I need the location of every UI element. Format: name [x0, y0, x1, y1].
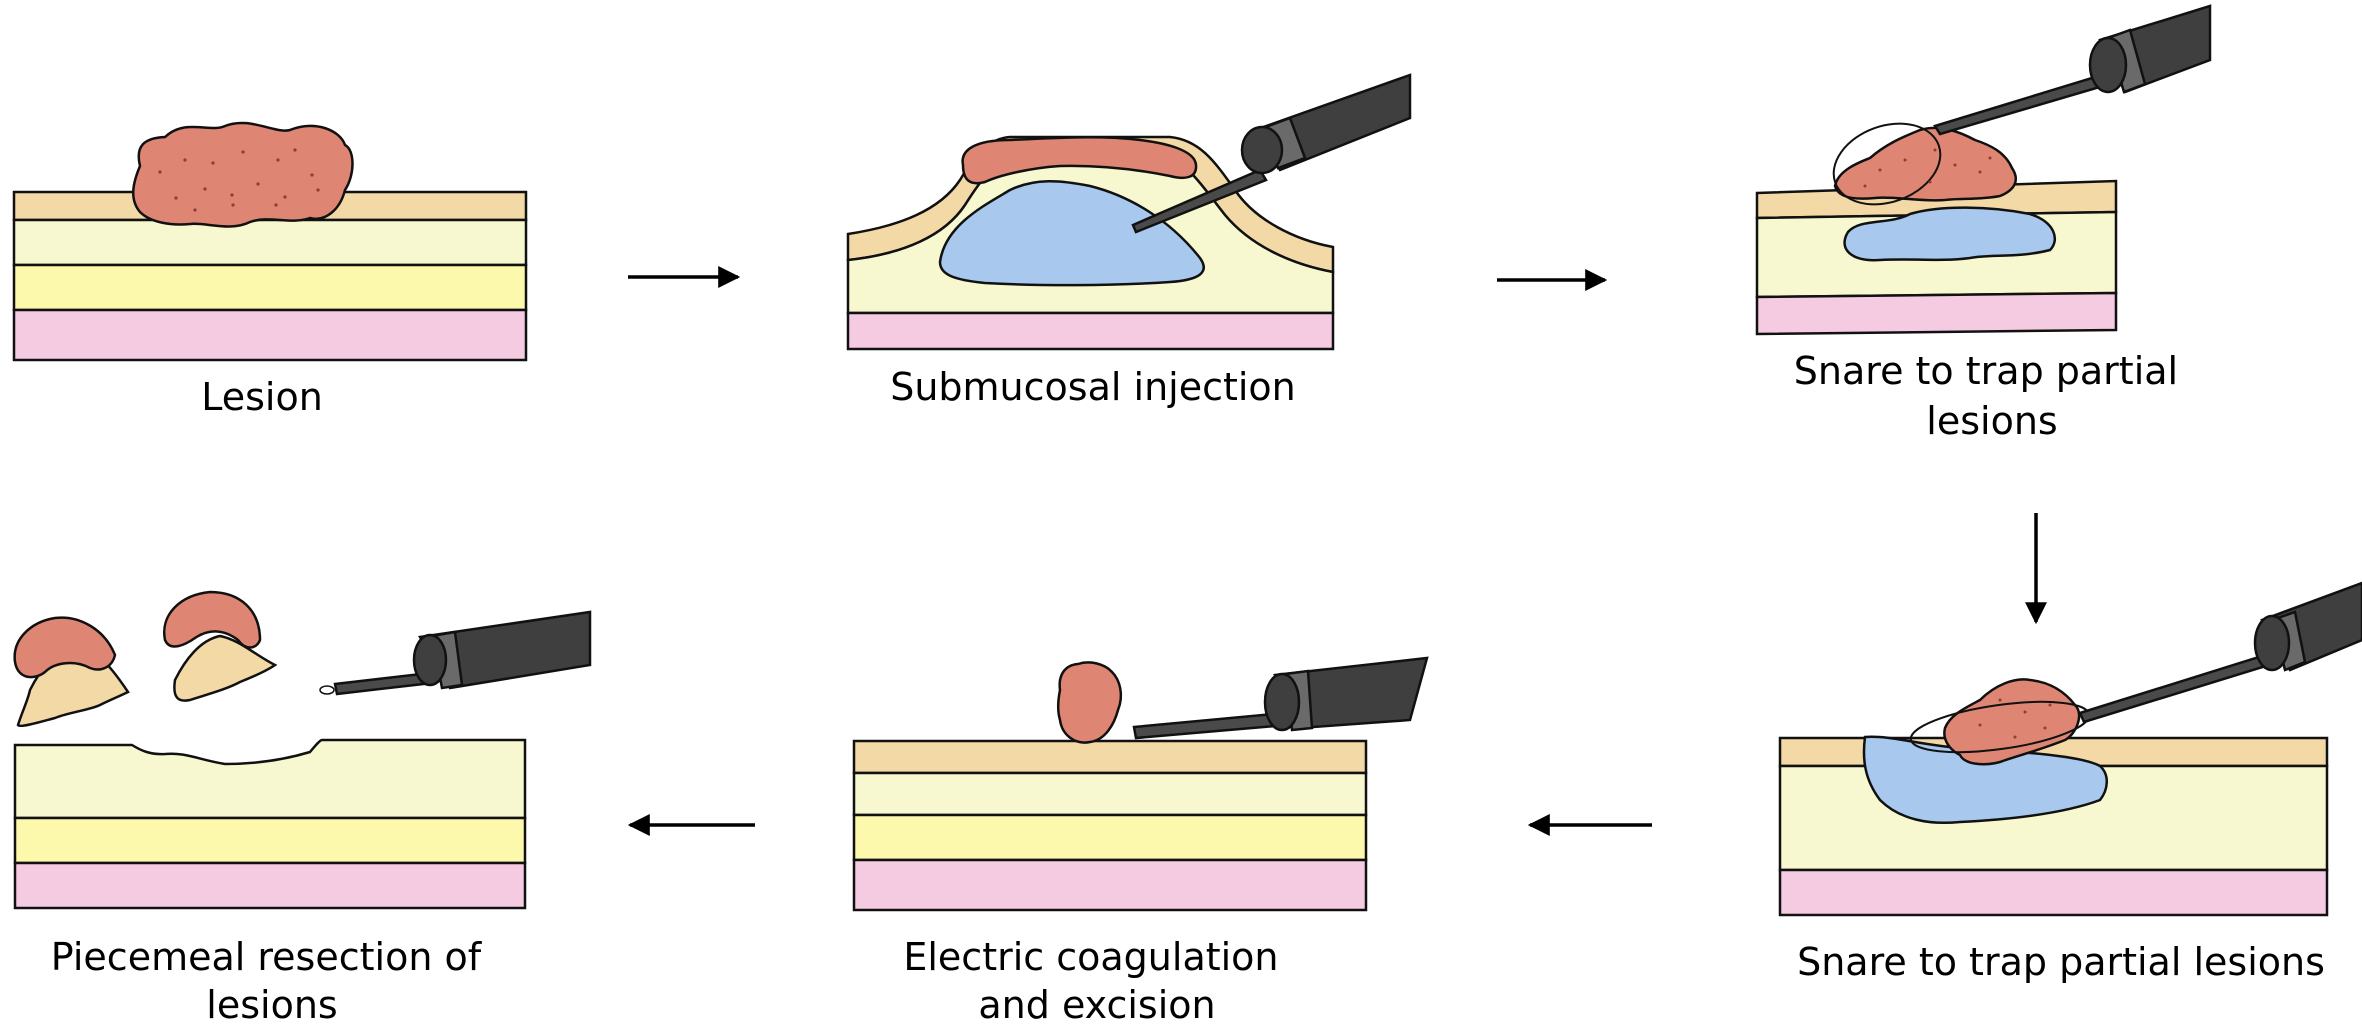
step-2-label: Submucosal injection	[890, 365, 1296, 409]
snare-loop	[319, 685, 335, 695]
endoscope-coagulation-device	[1132, 656, 1429, 740]
serosa-layer	[12, 308, 528, 362]
step-3-label: Snare to trap partial lesions	[1794, 349, 2190, 443]
serosa-layer	[1755, 291, 2118, 336]
step-1-lesion-illustration	[12, 121, 528, 362]
snare-sheath	[1933, 72, 2112, 136]
resected-lesion-fragment	[162, 590, 262, 649]
snare-loop	[1832, 122, 1942, 206]
resected-piece-1	[13, 616, 130, 727]
injection-fluid-cushion	[938, 180, 1205, 287]
lesion-texture-dots	[158, 148, 320, 212]
serosa-layer	[13, 861, 527, 910]
step-4-snare-illustration	[1778, 581, 2362, 917]
submucosa-layer	[12, 218, 528, 267]
lesion-shape	[1833, 126, 2017, 202]
step-1-label: Lesion	[201, 375, 323, 419]
step-6-label: Piecemeal resection of lesions	[51, 935, 493, 1026]
endoscope-tip	[1240, 125, 1284, 175]
step-2-injection-illustration	[846, 73, 1412, 351]
submucosa-layer	[852, 771, 1368, 817]
injection-needle-icon	[1131, 168, 1268, 234]
muscularis-layer	[12, 263, 528, 312]
endoscope-injection-needle	[1131, 73, 1412, 234]
lesion-shape	[961, 136, 1198, 185]
muscularis-layer	[852, 813, 1368, 862]
endoscope-snare-device	[1933, 4, 2212, 136]
serosa-layer	[852, 858, 1368, 912]
resected-lesion-fragment	[13, 616, 117, 679]
endoscope-tip	[2253, 614, 2291, 672]
endoscope-tip	[2088, 36, 2128, 94]
step-5-label: Electric coagulation and excision	[903, 935, 1290, 1026]
endoscope-snare-device	[2078, 581, 2362, 724]
lesion-shape	[1943, 678, 2081, 766]
endoscope-tip	[1263, 672, 1301, 732]
step-3-snare-illustration	[1755, 4, 2212, 336]
step-6-piecemeal-illustration	[13, 590, 592, 910]
snare-sheath	[2078, 654, 2268, 724]
step-4-label: Snare to trap partial lesions	[1797, 940, 2325, 984]
coagulation-probe	[1132, 711, 1289, 740]
mucosa-layer	[852, 739, 1368, 775]
submucosa-layer-with-defect	[13, 738, 527, 820]
endoscope-snare-device	[319, 610, 592, 696]
resected-piece-2	[162, 590, 278, 702]
resected-mucosa-fragment	[173, 634, 278, 702]
endoscope-tip	[412, 633, 448, 687]
tissue-layers	[12, 190, 528, 362]
step-5-coagulation-illustration	[852, 656, 1429, 912]
lesion-shape	[132, 121, 354, 228]
serosa-layer	[1778, 868, 2329, 917]
lesion-shape	[1056, 661, 1123, 744]
serosa-layer	[846, 311, 1335, 351]
lesion-texture-dots	[1863, 148, 1992, 188]
lesion-texture-dots	[1978, 698, 2052, 739]
injection-fluid-cushion	[1843, 206, 2056, 262]
muscularis-layer	[13, 816, 527, 865]
